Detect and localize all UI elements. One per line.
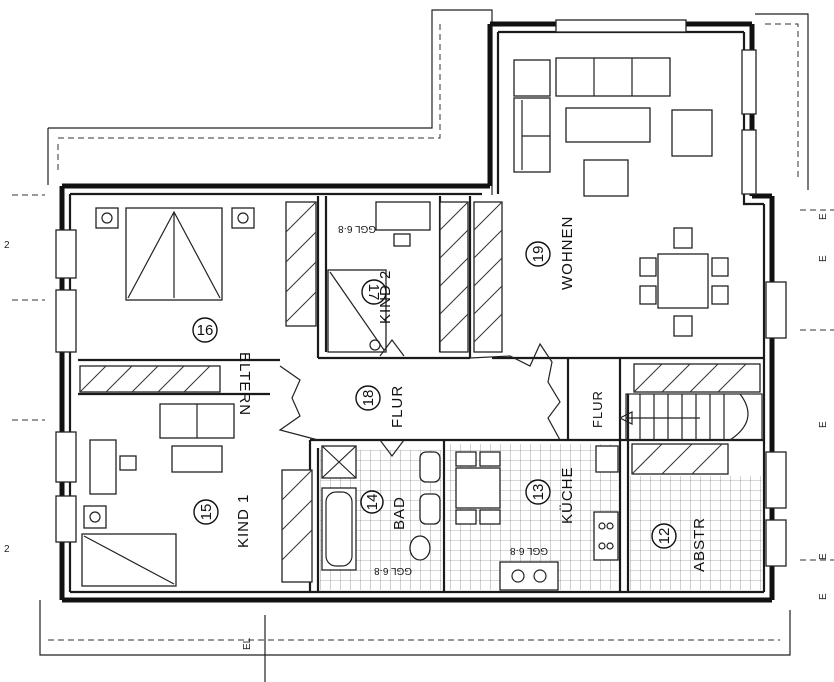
hatch-line bbox=[661, 443, 693, 475]
hatch-line bbox=[473, 229, 503, 259]
room-label-wohnen: WOHNEN bbox=[559, 216, 576, 290]
room-label-flur: FLUR bbox=[389, 385, 406, 428]
edge-mark-right-mid-a: E bbox=[818, 255, 829, 262]
hatch-line bbox=[281, 499, 313, 531]
exterior-walls bbox=[55, 19, 787, 603]
hatch-line bbox=[473, 285, 503, 315]
wardrobes bbox=[79, 201, 761, 583]
bathtub bbox=[321, 487, 357, 571]
edge-mark-right-bottom-a: E bbox=[818, 553, 829, 560]
shelf-kind1 bbox=[89, 439, 137, 495]
nightstand-right-icon bbox=[231, 207, 255, 229]
hatch-line bbox=[285, 291, 317, 323]
room-label-bad: BAD bbox=[391, 496, 408, 530]
hatch-line bbox=[633, 363, 663, 393]
kitchen-table bbox=[455, 451, 501, 525]
hatch-line bbox=[439, 257, 469, 287]
hatch-line bbox=[131, 365, 159, 393]
hatch-line bbox=[439, 285, 469, 315]
hatch-line bbox=[439, 201, 469, 231]
edge-mark-right-bottom-b: E bbox=[818, 593, 829, 600]
hatch-line bbox=[281, 469, 313, 501]
edge-mark-right-mid-b: E bbox=[818, 421, 829, 428]
bad-fixture-mark: GGL 6·8 bbox=[374, 565, 412, 576]
staircase bbox=[618, 393, 763, 441]
armchair-right bbox=[671, 109, 713, 157]
kitchen-counter bbox=[499, 445, 619, 591]
hatch-line bbox=[105, 365, 133, 393]
kueche-fixture-mark: GGL 6·8 bbox=[510, 545, 548, 556]
bed-eltern bbox=[125, 207, 223, 301]
coffee-table bbox=[565, 107, 651, 143]
svg-text:15: 15 bbox=[198, 504, 215, 521]
hatch-line bbox=[689, 363, 719, 393]
hatch-line bbox=[717, 363, 747, 393]
armchair-bottom bbox=[583, 159, 629, 197]
room-number-19: 19 bbox=[525, 241, 551, 267]
hatch-line bbox=[285, 201, 317, 233]
hatch-line bbox=[661, 363, 691, 393]
svg-text:16: 16 bbox=[197, 322, 214, 339]
hatch-line bbox=[631, 443, 663, 475]
room-number-15: 15 bbox=[193, 499, 219, 525]
hatch-line bbox=[439, 313, 469, 343]
edge-mark-bottom: EL bbox=[242, 637, 253, 650]
edge-mark-left-b: 2 bbox=[4, 544, 10, 555]
room-label-kueche: KÜCHE bbox=[558, 466, 576, 524]
svg-text:13: 13 bbox=[530, 484, 547, 501]
corridor-outline bbox=[278, 339, 561, 457]
svg-text:18: 18 bbox=[360, 390, 377, 407]
edge-mark-right-top: E bbox=[818, 213, 829, 220]
hatch-line bbox=[281, 529, 313, 561]
svg-text:12: 12 bbox=[656, 528, 673, 545]
hatch-line bbox=[691, 443, 723, 475]
hatch-line bbox=[473, 313, 503, 343]
sink-bath bbox=[419, 451, 441, 525]
svg-text:14: 14 bbox=[364, 494, 381, 511]
room-number-12: 12 bbox=[651, 523, 677, 549]
hatch-line bbox=[285, 261, 317, 293]
room-number-18: 18 bbox=[355, 385, 381, 411]
bed-kind1 bbox=[81, 505, 177, 587]
hatch-line bbox=[473, 201, 503, 231]
svg-text:19: 19 bbox=[530, 246, 547, 263]
hatch-line bbox=[439, 229, 469, 259]
shower-tray bbox=[321, 445, 357, 479]
hatch-line bbox=[157, 365, 185, 393]
hatch-line bbox=[473, 257, 503, 287]
room-number-16: 16 bbox=[192, 317, 218, 343]
hatch-line bbox=[285, 231, 317, 263]
room-label-abstr: ABSTR bbox=[691, 517, 708, 572]
hatch-line bbox=[79, 365, 107, 393]
hatch-line bbox=[183, 365, 211, 393]
nightstand-left-icon bbox=[95, 207, 119, 229]
dining-table bbox=[639, 227, 729, 337]
sofa bbox=[513, 57, 671, 173]
svg-text:17: 17 bbox=[365, 284, 382, 301]
room-label-flur-small: FLUR bbox=[590, 390, 605, 428]
toilet bbox=[409, 535, 431, 561]
edge-mark-left-a: 2 bbox=[4, 240, 10, 251]
desk-kind2 bbox=[375, 201, 431, 247]
room-label-kind2: KIND 2 bbox=[377, 270, 394, 324]
desk-kind1 bbox=[159, 403, 235, 473]
room-number-13: 13 bbox=[525, 479, 551, 505]
room-label-eltern: ELTERN bbox=[236, 352, 253, 416]
room-number-17: 17 bbox=[361, 279, 387, 305]
kind2-fixture-mark: GGL 6·8 bbox=[338, 223, 376, 234]
room-number-14: 14 bbox=[360, 490, 384, 514]
room-label-kind1: KIND 1 bbox=[235, 494, 252, 548]
